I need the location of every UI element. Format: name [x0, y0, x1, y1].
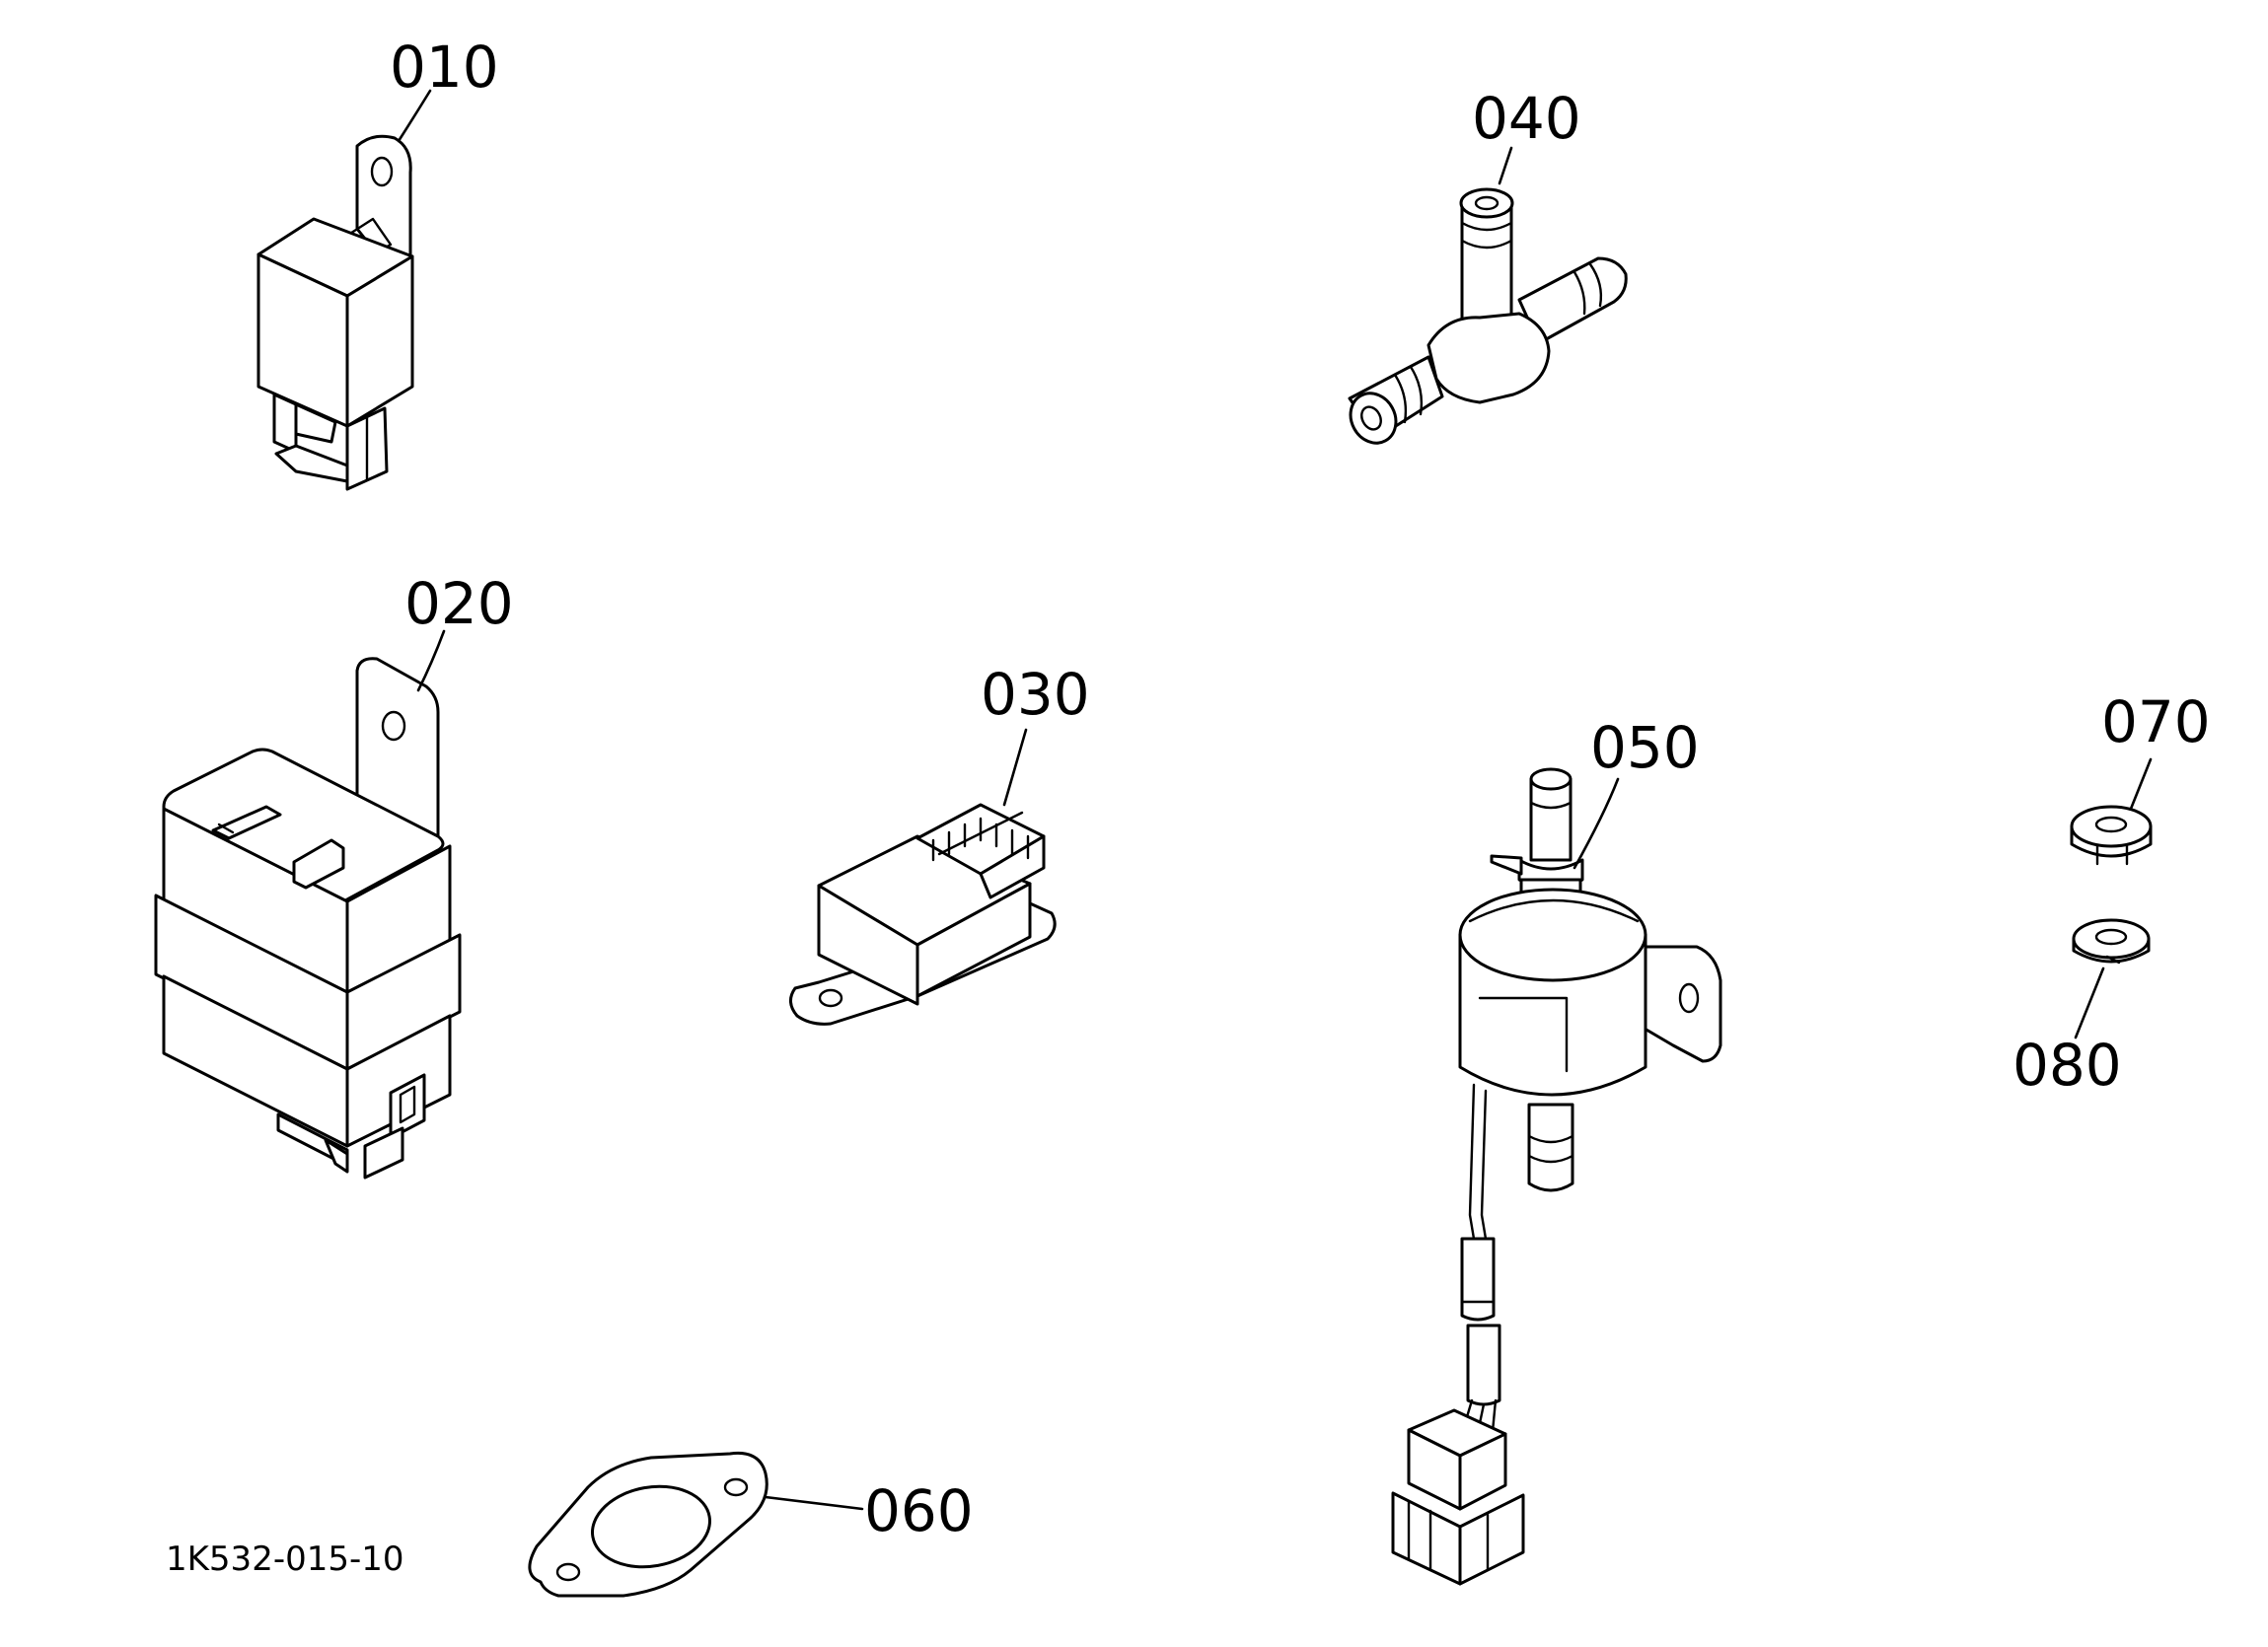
drawing-code: 1K532-015-10: [166, 1540, 404, 1579]
leader-060: [764, 1495, 864, 1511]
label-030: 030: [981, 661, 1090, 728]
leader-080: [2074, 967, 2105, 1039]
leader-010: [397, 89, 432, 143]
part-070-nut: [2070, 805, 2153, 866]
label-020: 020: [404, 570, 514, 637]
part-010-relay: [256, 134, 414, 491]
part-060-gasket: [528, 1451, 768, 1598]
leader-050: [1573, 777, 1620, 870]
part-020-control-unit: [154, 657, 462, 1180]
leader-040: [1498, 146, 1513, 185]
part-030-timer: [789, 803, 1057, 1026]
part-080-washer: [2072, 918, 2151, 965]
label-060: 060: [864, 1477, 974, 1544]
label-040: 040: [1472, 85, 1581, 152]
leader-070: [2129, 757, 2153, 811]
label-050: 050: [1590, 714, 1700, 781]
label-080: 080: [2012, 1032, 2122, 1099]
part-040-tee-fitting: [1348, 187, 1628, 445]
leader-020: [416, 629, 446, 692]
label-010: 010: [390, 34, 499, 101]
label-070: 070: [2101, 688, 2211, 755]
leader-030: [1002, 728, 1028, 807]
part-050-fuel-pump: [1391, 767, 1722, 1586]
